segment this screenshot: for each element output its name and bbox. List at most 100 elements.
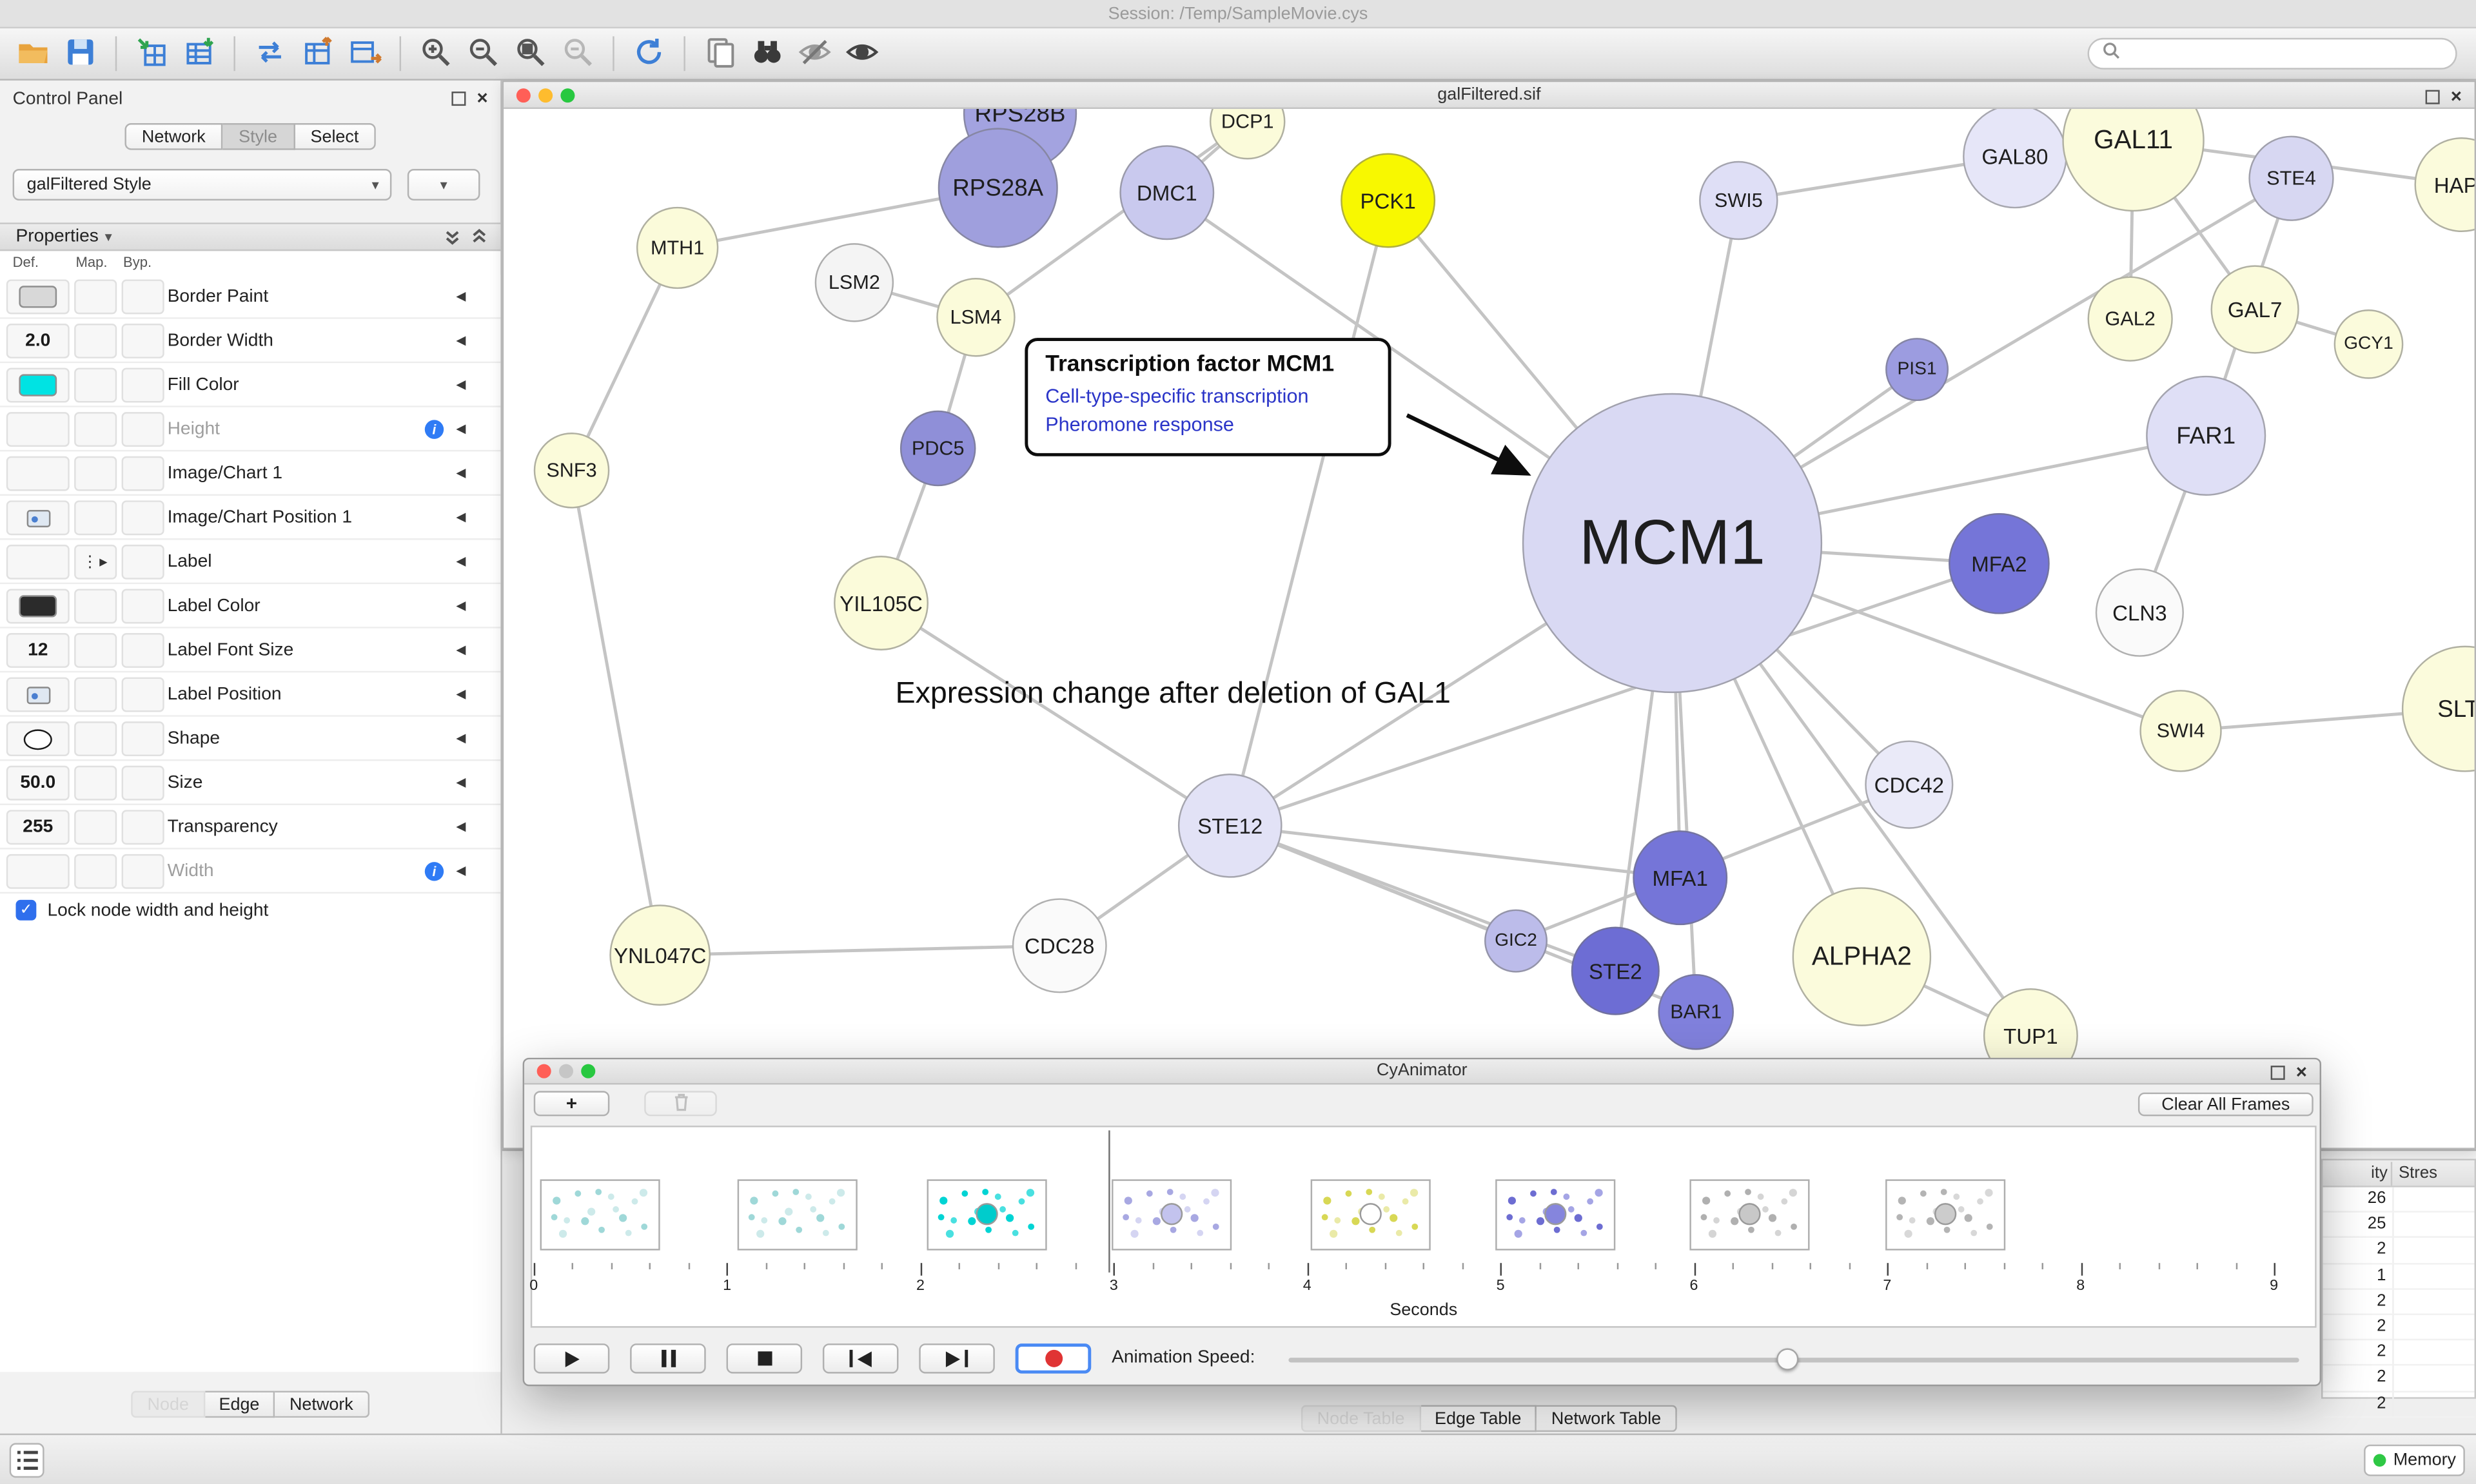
network-node-alpha2[interactable]: ALPHA2 (1793, 887, 1932, 1026)
annotation-box[interactable]: Transcription factor MCM1 Cell-type-spec… (1025, 338, 1391, 456)
tab-select[interactable]: Select (295, 123, 376, 150)
bypass-cell[interactable] (122, 766, 164, 801)
properties-header[interactable]: Properties▾ (0, 222, 500, 251)
bypass-cell[interactable] (122, 368, 164, 403)
bypass-cell[interactable] (122, 810, 164, 845)
column-header[interactable]: Stres (2399, 1162, 2437, 1186)
expand-arrow-icon[interactable]: ◀ (456, 761, 466, 805)
network-node-lsm4[interactable]: LSM4 (936, 278, 1015, 356)
zoom-out-button[interactable] (460, 32, 507, 76)
default-value-cell[interactable] (6, 500, 70, 535)
network-node-ste4[interactable]: STE4 (2248, 136, 2334, 221)
bypass-cell[interactable] (122, 678, 164, 712)
network-node-pck1[interactable]: PCK1 (1341, 153, 1435, 248)
network-node-lsm2[interactable]: LSM2 (815, 243, 894, 322)
mapping-cell[interactable] (74, 810, 117, 845)
network-node-bar1[interactable]: BAR1 (1658, 974, 1734, 1050)
memory-button[interactable]: Memory (2364, 1445, 2465, 1476)
tab-network-style[interactable]: Network (275, 1391, 369, 1418)
show-panels-button[interactable] (10, 1443, 44, 1478)
float-panel-icon[interactable] (451, 91, 466, 105)
bypass-cell[interactable] (122, 500, 164, 535)
property-row-height[interactable]: Heighti◀ (0, 407, 500, 452)
mapping-cell[interactable] (74, 324, 117, 358)
network-canvas[interactable]: Transcription factor MCM1 Cell-type-spec… (504, 109, 2474, 1147)
expand-arrow-icon[interactable]: ◀ (456, 275, 466, 319)
clear-all-frames-button[interactable]: Clear All Frames (2138, 1093, 2314, 1117)
network-node-gal2[interactable]: GAL2 (2088, 277, 2173, 362)
network-node-pdc5[interactable]: PDC5 (900, 411, 976, 487)
current-style-dropdown[interactable]: galFiltered Style ▾ (13, 169, 392, 200)
canvas-caption-text[interactable]: Expression change after deletion of GAL1 (896, 678, 1451, 712)
network-node-pis1[interactable]: PIS1 (1885, 338, 1949, 401)
mapping-cell[interactable] (74, 633, 117, 668)
expand-arrow-icon[interactable]: ◀ (456, 319, 466, 364)
table-row[interactable]: 2 (2323, 1289, 2474, 1315)
copy-button[interactable] (696, 32, 743, 76)
tab-network-table[interactable]: Network Table (1537, 1405, 1677, 1432)
frame-thumbnail-8[interactable] (1885, 1179, 2005, 1250)
network-node-snf3[interactable]: SNF3 (534, 433, 610, 509)
tab-node-table[interactable]: Node Table (1301, 1405, 1420, 1432)
network-node-cdc28[interactable]: CDC28 (1012, 898, 1107, 993)
default-value-cell[interactable]: 50.0 (6, 766, 70, 801)
property-row-fill-color[interactable]: Fill Color◀ (0, 363, 500, 407)
network-node-gcy1[interactable]: GCY1 (2334, 309, 2404, 379)
network-node-mth1[interactable]: MTH1 (636, 207, 718, 289)
tab-edge-table[interactable]: Edge Table (1420, 1405, 1537, 1432)
property-row-label-font-size[interactable]: 12Label Font Size◀ (0, 629, 500, 673)
default-value-cell[interactable]: 255 (6, 810, 70, 845)
bypass-cell[interactable] (122, 589, 164, 623)
mapping-cell[interactable] (74, 412, 117, 447)
tab-edge-style[interactable]: Edge (204, 1391, 275, 1418)
default-value-cell[interactable] (6, 412, 70, 447)
mapping-cell[interactable] (74, 589, 117, 623)
expand-arrow-icon[interactable]: ◀ (456, 407, 466, 452)
network-node-cdc42[interactable]: CDC42 (1865, 741, 1953, 829)
default-value-cell[interactable] (6, 279, 70, 314)
import-network-button[interactable] (128, 32, 175, 76)
mapping-cell[interactable] (74, 678, 117, 712)
network-node-ynl047c[interactable]: YNL047C (609, 904, 711, 1006)
network-node-far1[interactable]: FAR1 (2146, 376, 2266, 496)
timeline-area[interactable]: 0123456789 Seconds (531, 1126, 2317, 1327)
play-button[interactable] (534, 1343, 610, 1374)
network-edge[interactable] (881, 603, 1230, 826)
export-image-button[interactable] (341, 32, 388, 76)
mapping-cell[interactable] (74, 279, 117, 314)
network-node-yil105c[interactable]: YIL105C (834, 556, 928, 650)
mapping-cell[interactable]: ⋮▸ (74, 545, 117, 580)
column-header[interactable]: ity (2323, 1162, 2392, 1186)
expand-arrow-icon[interactable]: ◀ (456, 805, 466, 850)
network-node-mfa1[interactable]: MFA1 (1633, 830, 1727, 925)
network-node-gic2[interactable]: GIC2 (1484, 910, 1548, 973)
bypass-cell[interactable] (122, 324, 164, 358)
playhead[interactable] (1108, 1130, 1110, 1272)
open-session-button[interactable] (10, 32, 57, 76)
property-row-border-paint[interactable]: Border Paint◀ (0, 275, 500, 319)
hide-graphics-details-button[interactable] (791, 32, 838, 76)
mapping-cell[interactable] (74, 854, 117, 889)
network-node-mfa2[interactable]: MFA2 (1949, 513, 2050, 614)
network-node-cln3[interactable]: CLN3 (2096, 569, 2184, 657)
mapping-cell[interactable] (74, 500, 117, 535)
frame-thumbnail-3[interactable] (927, 1179, 1047, 1250)
zoom-selected-button[interactable] (555, 32, 602, 76)
network-edge[interactable] (660, 946, 1060, 955)
table-row[interactable]: 2 (2323, 1340, 2474, 1366)
checkbox-checked-icon[interactable]: ✓ (15, 900, 36, 921)
frame-thumbnail-1[interactable] (540, 1179, 660, 1250)
network-node-dmc1[interactable]: DMC1 (1119, 145, 1214, 240)
network-node-gal7[interactable]: GAL7 (2211, 265, 2299, 353)
tab-style[interactable]: Style (223, 123, 295, 150)
frame-thumbnail-6[interactable] (1495, 1179, 1615, 1250)
default-value-cell[interactable] (6, 545, 70, 580)
refresh-layout-button[interactable] (625, 32, 673, 76)
tab-network[interactable]: Network (124, 123, 223, 150)
expand-arrow-icon[interactable]: ◀ (456, 451, 466, 496)
expand-arrow-icon[interactable]: ◀ (456, 629, 466, 673)
cyanimator-titlebar[interactable]: CyAnimator × (524, 1059, 2319, 1084)
property-row-image-chart-1[interactable]: Image/Chart 1◀ (0, 451, 500, 496)
table-row[interactable]: 2 (2323, 1366, 2474, 1392)
show-graphics-details-button[interactable] (838, 32, 885, 76)
